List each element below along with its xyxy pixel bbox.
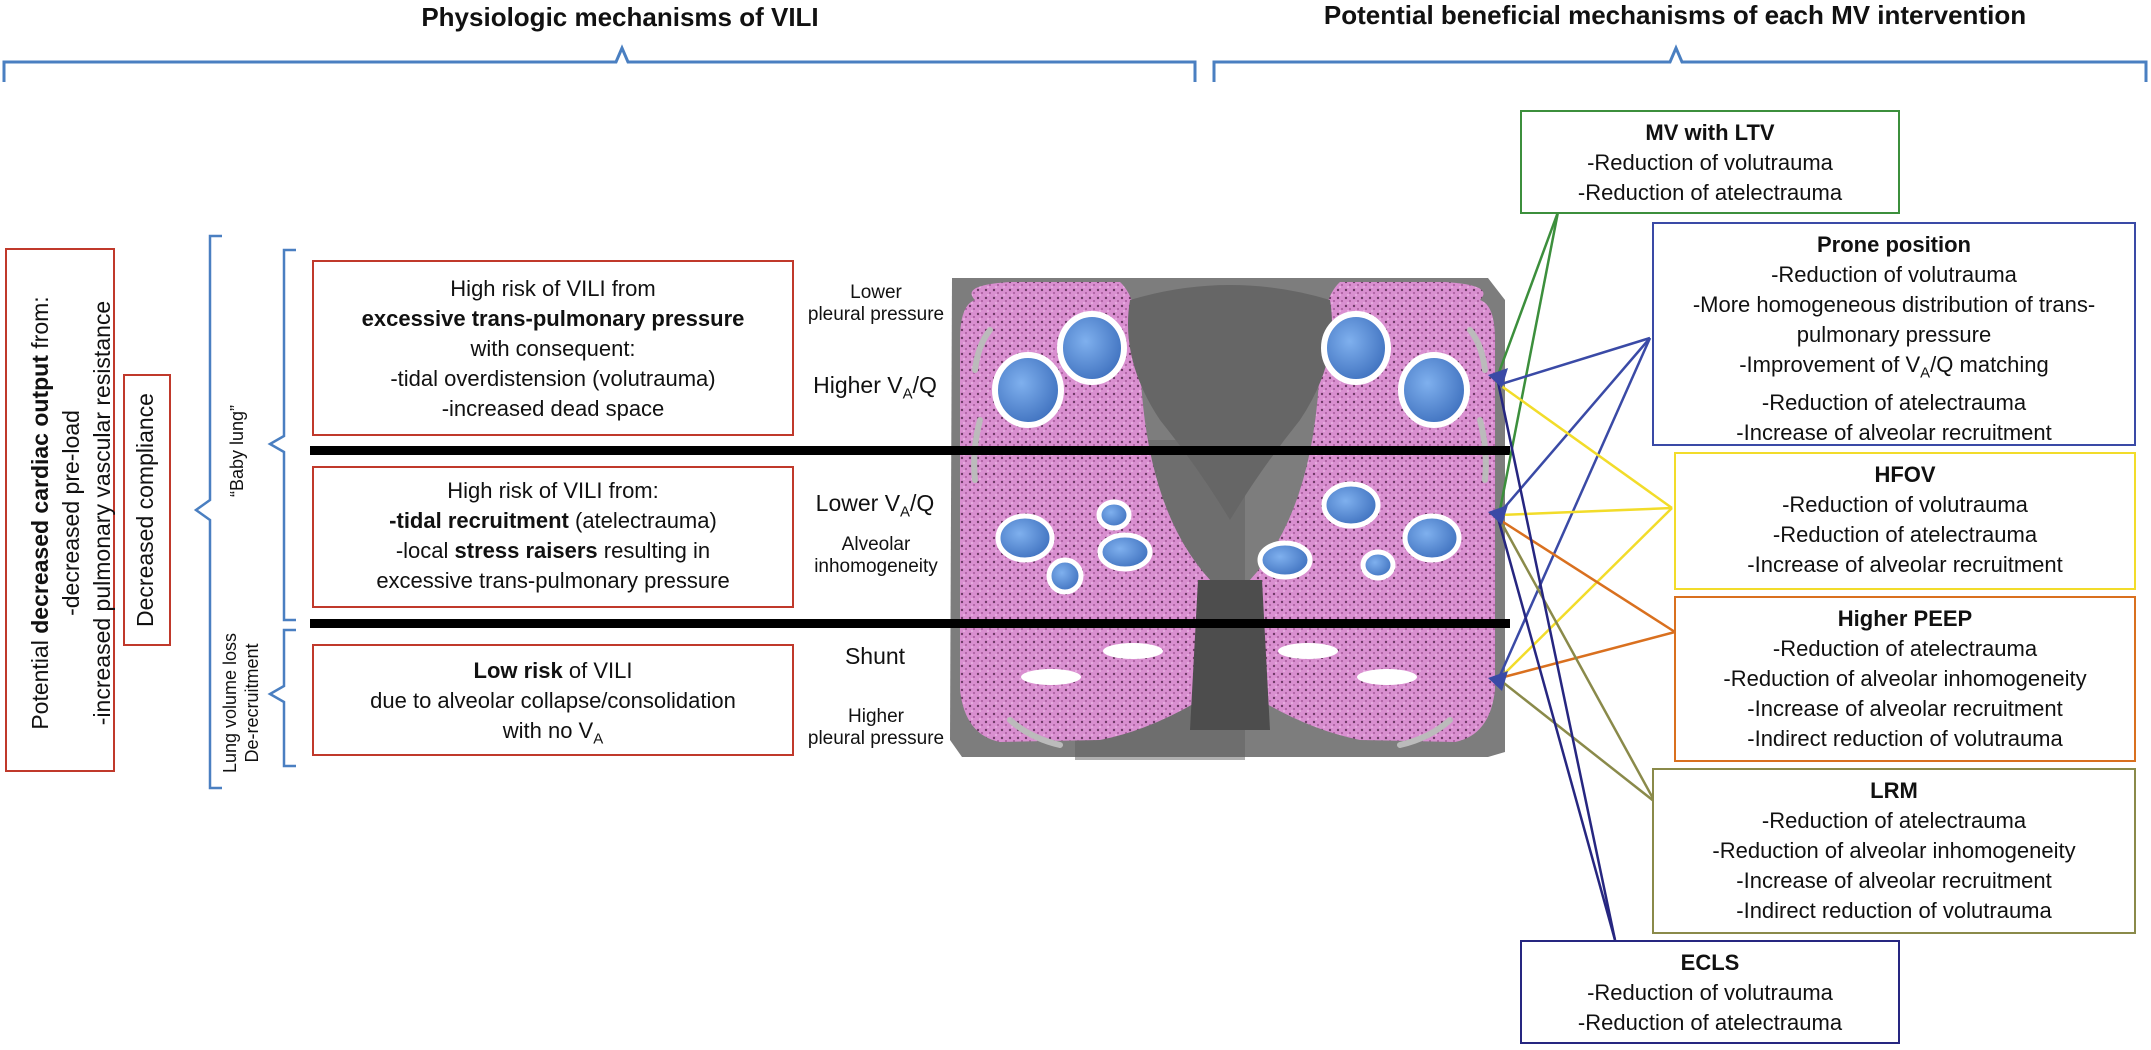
intervention-hfov: HFOV -Reduction of volutrauma -Reduction… bbox=[1674, 452, 2136, 590]
lung-volume-loss-label: Lung volume loss De-recruitment bbox=[220, 632, 262, 774]
top-bracket-left bbox=[2, 44, 1197, 82]
risk-box-high-transpulmonary: High risk of VILI from excessive trans-p… bbox=[312, 260, 794, 436]
label-shunt: Shunt bbox=[844, 643, 906, 669]
brace-outer bbox=[193, 234, 222, 790]
compliance-text: Decreased compliance bbox=[132, 393, 158, 627]
connector-lines bbox=[1496, 211, 1676, 941]
intervention-mv-ltv: MV with LTV -Reduction of volutrauma -Re… bbox=[1520, 110, 1900, 214]
arrow-heads bbox=[1488, 368, 1508, 691]
intervention-prone-position: Prone position -Reduction of volutrauma … bbox=[1652, 222, 2136, 446]
intervention-higher-peep: Higher PEEP -Reduction of atelectrauma -… bbox=[1674, 596, 2136, 762]
label-higher-pleural: Higher pleural pressure bbox=[807, 706, 945, 749]
label-lower-vaq: Lower VA/Q bbox=[815, 490, 935, 521]
top-bracket-right bbox=[1212, 44, 2148, 82]
intervention-lrm: LRM -Reduction of atelectrauma -Reductio… bbox=[1652, 768, 2136, 934]
brace-volume-loss bbox=[267, 628, 296, 768]
label-higher-vaq: Higher VA/Q bbox=[813, 372, 937, 403]
header-right: Potential beneficial mechanisms of each … bbox=[1323, 0, 2027, 30]
cardiac-output-text: Potential decreased cardiac output from:… bbox=[27, 296, 115, 730]
cardiac-output-box bbox=[5, 248, 115, 772]
header-left: Physiologic mechanisms of VILI bbox=[421, 2, 819, 32]
risk-box-tidal-recruitment: High risk of VILI from: -tidal recruitme… bbox=[312, 466, 794, 608]
intervention-ecls: ECLS -Reduction of volutrauma -Reduction… bbox=[1520, 940, 1900, 1044]
lung-ct-image bbox=[950, 278, 1505, 760]
compliance-box bbox=[123, 374, 171, 646]
brace-baby-lung bbox=[267, 248, 296, 622]
baby-lung-label: “Baby lung” bbox=[227, 404, 247, 498]
risk-box-low: Low risk of VILI due to alveolar collaps… bbox=[312, 644, 794, 756]
separator-top bbox=[310, 446, 1510, 455]
separator-bottom bbox=[310, 619, 1510, 628]
label-lower-pleural: Lower pleural pressure bbox=[807, 282, 945, 325]
label-alveolar-inhomogeneity: Alveolar inhomogeneity bbox=[814, 534, 938, 577]
